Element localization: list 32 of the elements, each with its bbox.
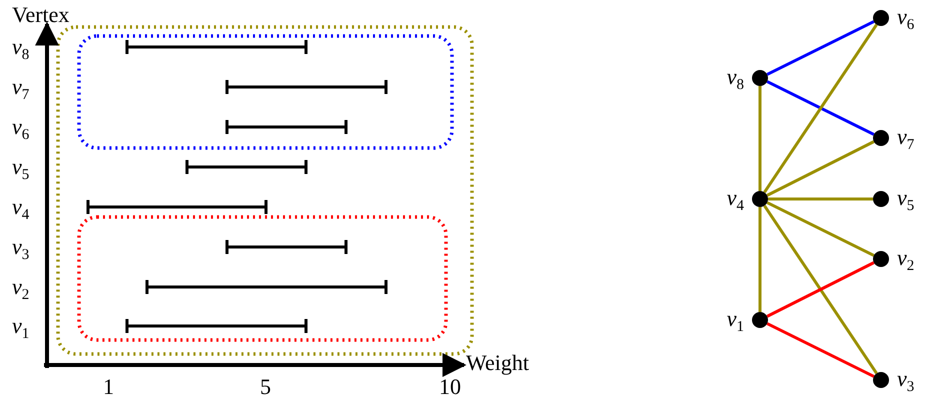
vertex-label: v$_{5}$ <box>897 187 914 216</box>
vertex-label: v$_{5}$ <box>12 156 30 185</box>
vertex-label: v$_{6}$ <box>12 116 30 145</box>
graph-edge <box>766 201 874 257</box>
vertex-label: v$_{3}$ <box>897 368 914 397</box>
y-axis-title: Vertex <box>12 4 70 26</box>
vertex-label: v$_{8}$ <box>12 36 30 65</box>
vertex-label: v$_{1}$ <box>726 308 744 337</box>
graph-edge <box>758 207 762 312</box>
tick-label: 10 <box>439 376 461 398</box>
graph-edge <box>766 261 875 318</box>
x-axis-title: Weight <box>466 352 529 374</box>
tick-label: 5 <box>260 376 271 398</box>
graph-edge <box>763 204 878 374</box>
vertex-label: v$_{1}$ <box>12 315 30 344</box>
vertex-label: v$_{2}$ <box>12 276 30 305</box>
vertex-label: v$_{3}$ <box>12 236 30 265</box>
vertex-label: v$_{8}$ <box>726 66 744 95</box>
vertex-label: v$_{7}$ <box>12 76 30 105</box>
vertex-label: v$_{7}$ <box>897 126 914 155</box>
graph-edge <box>768 198 873 200</box>
vertex-label: v$_{4}$ <box>726 187 744 216</box>
graph-edge <box>758 86 762 191</box>
graph-edge <box>763 24 878 194</box>
vertex-label: v$_{4}$ <box>12 196 30 225</box>
graph-edge <box>766 80 874 136</box>
graph-edge <box>766 20 874 76</box>
graph-edge <box>766 140 875 197</box>
vertex-label: v$_{6}$ <box>897 6 914 35</box>
tick-label: 1 <box>103 376 114 398</box>
vertex-label: v$_{2}$ <box>897 247 914 276</box>
graph-edge <box>766 322 874 378</box>
